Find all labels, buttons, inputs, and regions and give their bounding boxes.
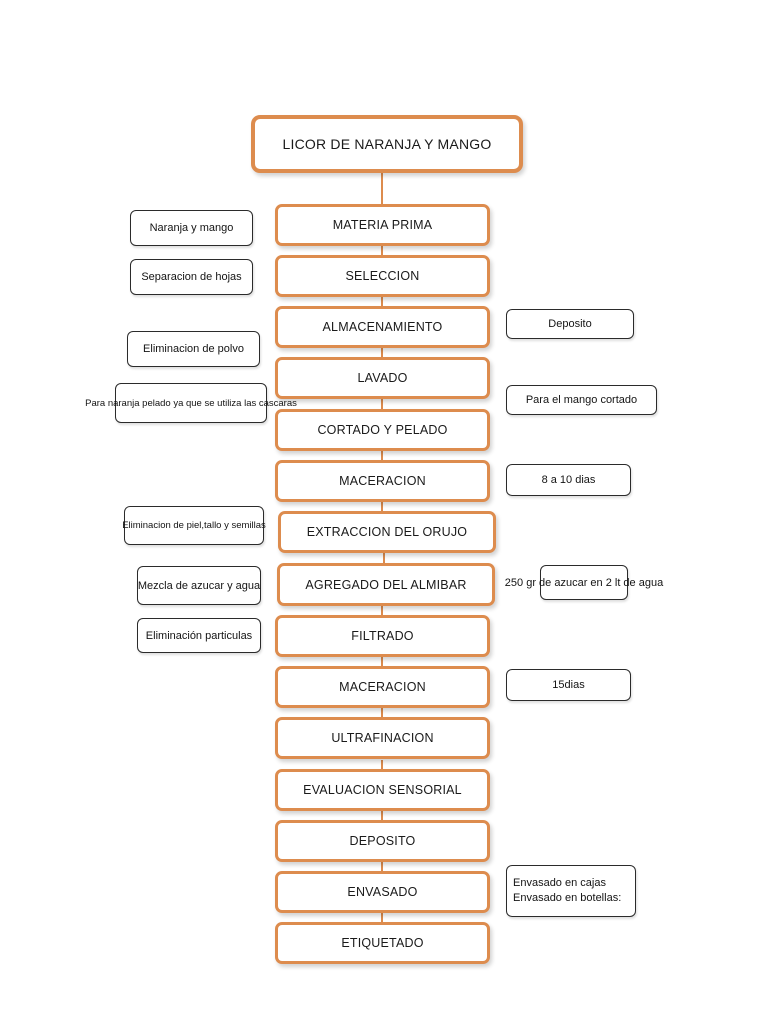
process-box-envasado[interactable]: ENVASADO — [275, 871, 490, 913]
process-box-deposito[interactable]: DEPOSITO — [275, 820, 490, 862]
process-label: MACERACION — [339, 680, 426, 694]
process-box-ultrafinacion[interactable]: ULTRAFINACION — [275, 717, 490, 759]
connector-almacen-to-lavado — [381, 348, 383, 358]
connector-seleccion-to-almacen — [381, 296, 383, 306]
note-label: Para el mango cortado — [525, 394, 638, 406]
process-box-agregado-del-almibar[interactable]: AGREGADO DEL ALMIBAR — [277, 563, 495, 606]
process-label: DEPOSITO — [349, 834, 416, 848]
connector-cortado-to-maceracion1 — [381, 451, 383, 461]
process-label: SELECCION — [345, 269, 420, 283]
process-label: EVALUACION SENSORIAL — [303, 783, 462, 797]
note-8-a-10-dias[interactable]: 8 a 10 dias — [506, 464, 631, 496]
note-mezcla-de-azucar-y-agua[interactable]: Mezcla de azucar y agua — [137, 566, 261, 605]
process-label: ULTRAFINACION — [331, 731, 434, 745]
note-eliminacion-particulas[interactable]: Eliminación particulas — [137, 618, 261, 653]
note-eliminacion-de-polvo[interactable]: Eliminacion de polvo — [127, 331, 260, 367]
process-box-title[interactable]: LICOR DE NARANJA Y MANGO — [251, 115, 523, 173]
process-label: AGREGADO DEL ALMIBAR — [305, 577, 467, 592]
note-15dias[interactable]: 15dias — [506, 669, 631, 701]
process-box-maceracion-1[interactable]: MACERACION — [275, 460, 490, 502]
process-label: FILTRADO — [351, 629, 414, 643]
note-label: 15dias — [552, 679, 585, 691]
note-label: Para naranja pelado ya que se utiliza la… — [85, 397, 297, 409]
process-box-filtrado[interactable]: FILTRADO — [275, 615, 490, 657]
connector-almibar-to-filtrado — [381, 606, 383, 616]
connector-extrac-to-almibar — [383, 553, 385, 564]
note-label: Naranja y mango — [149, 222, 234, 234]
connector-materia-to-seleccion — [381, 245, 383, 255]
note-label: Eliminacion de polvo — [143, 343, 244, 355]
process-box-lavado[interactable]: LAVADO — [275, 357, 490, 399]
process-box-etiquetado[interactable]: ETIQUETADO — [275, 922, 490, 964]
note-eliminacion-piel-tallo-semillas[interactable]: Eliminacion de piel,tallo y semillas — [122, 506, 266, 545]
process-box-materia-prima[interactable]: MATERIA PRIMA — [275, 204, 490, 246]
connector-evaluacion-to-deposito — [381, 811, 383, 821]
note-separacion-de-hojas[interactable]: Separacion de hojas — [130, 259, 253, 295]
note-label: 8 a 10 dias — [541, 474, 596, 486]
note-deposito[interactable]: Deposito — [506, 309, 634, 339]
note-label: Deposito — [548, 318, 592, 330]
process-box-extraccion-del-orujo[interactable]: EXTRACCION DEL ORUJO — [278, 511, 496, 553]
note-label: Separacion de hojas — [141, 271, 242, 283]
process-label: EXTRACCION DEL ORUJO — [306, 525, 468, 539]
process-box-evaluacion-sensorial[interactable]: EVALUACION SENSORIAL — [275, 769, 490, 811]
note-label: 250 gr de azucar en 2 lt de agua — [504, 576, 664, 589]
process-label: MATERIA PRIMA — [332, 218, 433, 232]
process-box-maceracion-2[interactable]: MACERACION — [275, 666, 490, 708]
process-label: MACERACION — [339, 474, 426, 488]
process-label: LAVADO — [357, 371, 408, 385]
connector-ultra-to-evaluacion — [381, 760, 383, 770]
note-envasado-detalle[interactable]: Envasado en cajas Envasado en botellas: — [506, 865, 636, 917]
note-label: Mezcla de azucar y agua — [137, 579, 261, 592]
process-box-title-label: LICOR DE NARANJA Y MANGO — [282, 136, 492, 152]
connector-deposito-to-envasado — [381, 862, 383, 872]
connector-filtrado-to-maceracion2 — [381, 657, 383, 667]
process-box-seleccion[interactable]: SELECCION — [275, 255, 490, 297]
process-box-cortado-y-pelado[interactable]: CORTADO Y PELADO — [275, 409, 490, 451]
note-250-gr-de-azucar[interactable]: 250 gr de azucar en 2 lt de agua — [505, 565, 663, 600]
process-label: ETIQUETADO — [341, 936, 424, 950]
connector-maceracion1-to-extrac — [381, 502, 383, 511]
note-para-naranja-pelado[interactable]: Para naranja pelado ya que se utiliza la… — [85, 383, 297, 423]
connector-envasado-to-etiquetado — [381, 913, 383, 923]
note-label: Envasado en cajas Envasado en botellas: — [513, 877, 622, 904]
note-label: Eliminación particulas — [145, 629, 253, 642]
process-label: CORTADO Y PELADO — [317, 423, 448, 437]
note-naranja-y-mango[interactable]: Naranja y mango — [130, 210, 253, 246]
process-label: ENVASADO — [347, 885, 418, 899]
note-label: Eliminacion de piel,tallo y semillas — [122, 520, 266, 531]
process-box-almacenamiento[interactable]: ALMACENAMIENTO — [275, 306, 490, 348]
process-label: ALMACENAMIENTO — [322, 320, 443, 334]
connector-maceracion2-to-ultra — [381, 708, 383, 718]
connector-title-to-materia-prima — [381, 172, 383, 204]
note-para-el-mango-cortado[interactable]: Para el mango cortado — [506, 385, 657, 415]
connector-lavado-to-cortado — [381, 399, 383, 409]
